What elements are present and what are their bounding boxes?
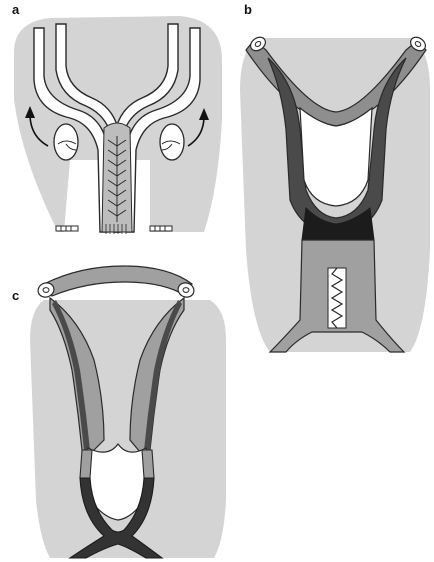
panel-a-right-base-marks [150,226,172,231]
panel-c-right-tube-lumen [183,288,189,293]
panel-c-left-neck [80,450,92,478]
panel-a-left-base-marks [56,226,78,231]
panel-a-label: a [12,2,20,17]
panel-c-label: c [12,288,19,303]
panel-a-left-gonad [54,124,78,160]
panel-c-upper-tube [44,266,192,296]
panel-c-left-tube-lumen [43,288,49,293]
panel-b: b [240,2,430,352]
panel-b-label: b [244,2,252,17]
panel-a: a [12,2,222,234]
panel-c-right-neck [142,450,154,478]
panel-c: c [12,266,226,558]
panel-c-background [30,300,226,558]
panel-a-right-gonad [160,124,184,160]
